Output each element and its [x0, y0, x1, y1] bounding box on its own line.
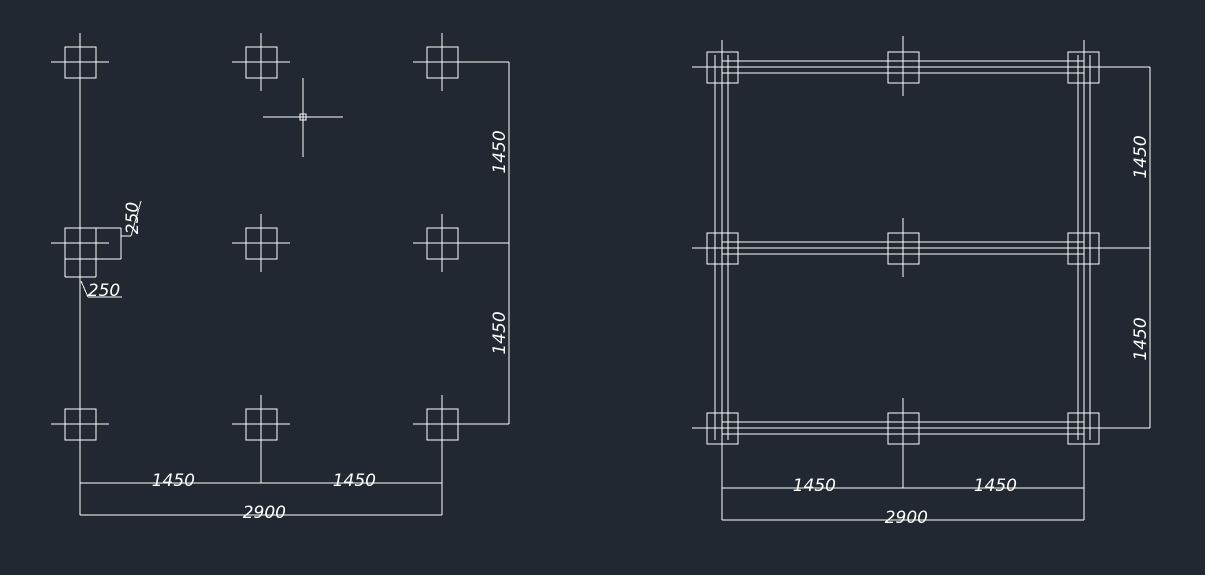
dim-text-col-1: 1450	[793, 476, 836, 496]
dim-text-column-size-y: 250	[88, 281, 120, 301]
column-marker	[232, 33, 290, 91]
column-square	[706, 232, 739, 265]
column-square	[887, 232, 920, 265]
column-square	[706, 51, 739, 84]
column-marker	[232, 395, 290, 453]
dim-text-row-1: 1450	[1131, 135, 1151, 178]
column-square	[1067, 51, 1100, 84]
dim-text-col-2: 1450	[974, 476, 1017, 496]
dim-text-row-2: 1450	[1131, 317, 1151, 360]
column-square	[706, 412, 739, 445]
dim-text-col-1: 1450	[152, 471, 195, 491]
dim-text-row-1: 1450	[490, 130, 510, 173]
dim-text-col-2: 1450	[333, 471, 376, 491]
column-square	[1067, 232, 1100, 265]
dim-text-column-size-x: 250	[123, 202, 143, 234]
crosshair-cursor-icon	[263, 78, 343, 157]
dim-text-total: 2900	[243, 503, 286, 523]
column-square	[887, 51, 920, 84]
left-foundation-plan: 1450 1450 2900 1450 1450 250 250	[51, 33, 510, 523]
column-marker	[413, 214, 471, 272]
column-marker	[51, 33, 109, 91]
dim-text-row-2: 1450	[490, 311, 510, 354]
right-frame-plan: 1450 1450 2900 1450 1450	[692, 36, 1151, 528]
column-square	[1067, 412, 1100, 445]
column-marker-enlarged	[51, 214, 122, 278]
column-marker	[413, 33, 471, 91]
column-marker	[413, 395, 471, 453]
column-marker	[232, 214, 290, 272]
dim-text-total: 2900	[885, 508, 928, 528]
column-square	[887, 412, 920, 445]
column-marker	[51, 395, 109, 453]
